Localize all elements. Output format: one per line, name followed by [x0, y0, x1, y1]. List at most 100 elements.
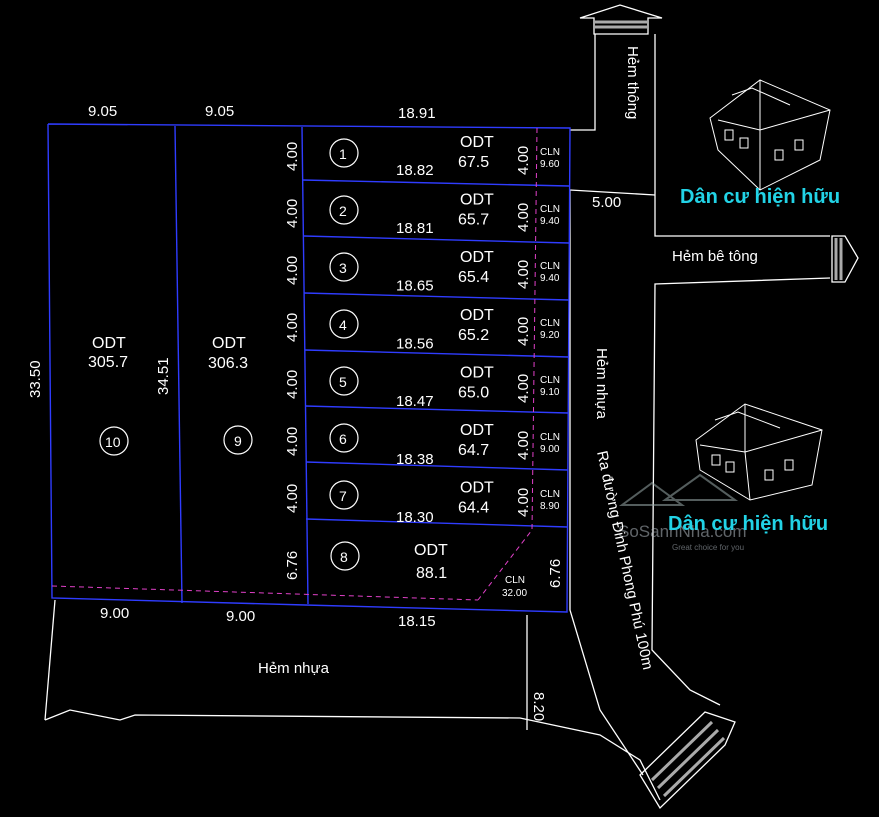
arrow-right-icon [831, 235, 859, 283]
lot-7-length: 18.30 [396, 509, 434, 526]
dim-top-10: 9.05 [88, 103, 117, 120]
lot-5-number: 5 [339, 374, 347, 390]
dim-bottom-10: 9.00 [100, 605, 129, 622]
lot-7-cln: CLN [540, 489, 560, 500]
lot-3-width: 4.00 [284, 256, 301, 285]
lot-8-cln-area: 32.00 [502, 588, 527, 599]
road-outlines [44, 34, 831, 801]
lot-1-number: 1 [339, 146, 347, 162]
lot-3-area: 65.4 [458, 269, 489, 286]
lot-3-use: ODT [460, 249, 494, 266]
arrow-up-icon [579, 4, 663, 35]
lot-1-cln-width: 4.00 [515, 146, 532, 175]
street-hem-nhua-right: Hẻm nhựa [593, 348, 610, 420]
lot-1-marker [329, 138, 359, 168]
lot-6-cln-area: 9.00 [540, 444, 560, 455]
dim-left-9: 34.51 [155, 357, 172, 395]
cln-boundary [51, 127, 538, 601]
lot-2-area: 65.7 [458, 212, 489, 229]
lot-6-area: 64.7 [458, 442, 489, 459]
lot-10-number: 10 [105, 434, 121, 450]
hem-nhua-left-end [44, 599, 56, 721]
hem-nhua-bottom-edge [44, 709, 661, 801]
lot-4-cln-width: 4.00 [515, 317, 532, 346]
lot-2-use: ODT [460, 192, 494, 209]
dim-road-offset: 8.20 [530, 692, 547, 721]
arrow-down-right-icon [639, 711, 736, 810]
lot-4-marker [329, 309, 359, 339]
lot-7-use: ODT [460, 480, 494, 497]
lot-line-6-7 [305, 461, 569, 471]
lot-1-cln: CLN [540, 147, 560, 158]
lot-boundaries [47, 123, 571, 613]
lot-10-marker [99, 426, 129, 456]
lot-7-cln-area: 8.90 [540, 501, 560, 512]
hem-thong-left-edge [570, 34, 596, 131]
lot-9: ODT 306.3 9 [208, 335, 253, 455]
dim-top-main: 18.91 [398, 105, 436, 122]
lot-line-3-4 [303, 292, 570, 301]
lot-line-1-2 [302, 179, 570, 187]
lot-9-number: 9 [234, 433, 242, 449]
lot-4-cln: CLN [540, 318, 560, 329]
house-icon-bottom [695, 403, 823, 501]
lot-8: 6.76 8 ODT 88.1 CLN 32.00 [284, 541, 527, 599]
lot-1-length: 18.82 [396, 162, 434, 179]
dim-alley-width: 5.00 [592, 194, 621, 211]
divider-9-small [301, 126, 309, 605]
street-hem-thong: Hẻm thông [624, 46, 641, 119]
street-ra-duong: Ra đường Đinh Phong Phú 100m [593, 449, 656, 671]
lot-5-cln-area: 9.10 [540, 387, 560, 398]
lot-2-number: 2 [339, 203, 347, 219]
lot-3-number: 3 [339, 260, 347, 276]
lot-5-length: 18.47 [396, 393, 434, 410]
lot-4-use: ODT [460, 307, 494, 324]
lot-8-number: 8 [340, 549, 348, 565]
dim-bottom-9: 9.00 [226, 608, 255, 625]
watermark-tagline: Great choice for you [672, 543, 744, 552]
lot-line-5-6 [304, 405, 569, 414]
lot-8-cln: CLN [505, 575, 525, 586]
dim-left-10: 33.50 [27, 360, 44, 398]
watermark-brand: SoSanhNha.com [618, 522, 747, 541]
lot-5-use: ODT [460, 364, 494, 381]
street-hem-be-tong: Hẻm bê tông [672, 248, 758, 265]
lot-3-cln: CLN [540, 261, 560, 272]
lot-6-cln: CLN [540, 432, 560, 443]
lot-8-use: ODT [414, 542, 448, 559]
lot-3-cln-width: 4.00 [515, 260, 532, 289]
lot-10-use: ODT [92, 335, 126, 352]
residential-label-top: Dân cư hiện hữu [680, 186, 840, 208]
lot-4-width: 4.00 [284, 313, 301, 342]
lot-6-number: 6 [339, 431, 347, 447]
lot-2-cln-width: 4.00 [515, 203, 532, 232]
lot-2-width: 4.00 [284, 199, 301, 228]
lot-9-area: 306.3 [208, 355, 248, 372]
lot-3-marker [329, 252, 359, 282]
lot-5-marker [329, 366, 359, 396]
lot-1-use: ODT [460, 134, 494, 151]
lot-line-7-8 [305, 518, 569, 528]
lot-6-width: 4.00 [284, 427, 301, 456]
residential-label-bottom: Dân cư hiện hữu [668, 513, 828, 535]
lot-7-width: 4.00 [284, 484, 301, 513]
lot-4-number: 4 [339, 317, 347, 333]
lot-7-cln-width: 4.00 [515, 488, 532, 517]
lot-10-area: 305.7 [88, 354, 128, 371]
dim-lot8-right: 6.76 [547, 559, 564, 588]
lot-10: ODT 305.7 10 [88, 335, 129, 456]
lot-8-width: 6.76 [284, 551, 301, 580]
lot-9-marker [223, 425, 253, 455]
lot-2-length: 18.81 [396, 220, 434, 237]
alley-width-line [569, 189, 656, 196]
lot-6-length: 18.38 [396, 451, 434, 468]
lot-4-area: 65.2 [458, 327, 489, 344]
lot-7-area: 64.4 [458, 500, 489, 517]
